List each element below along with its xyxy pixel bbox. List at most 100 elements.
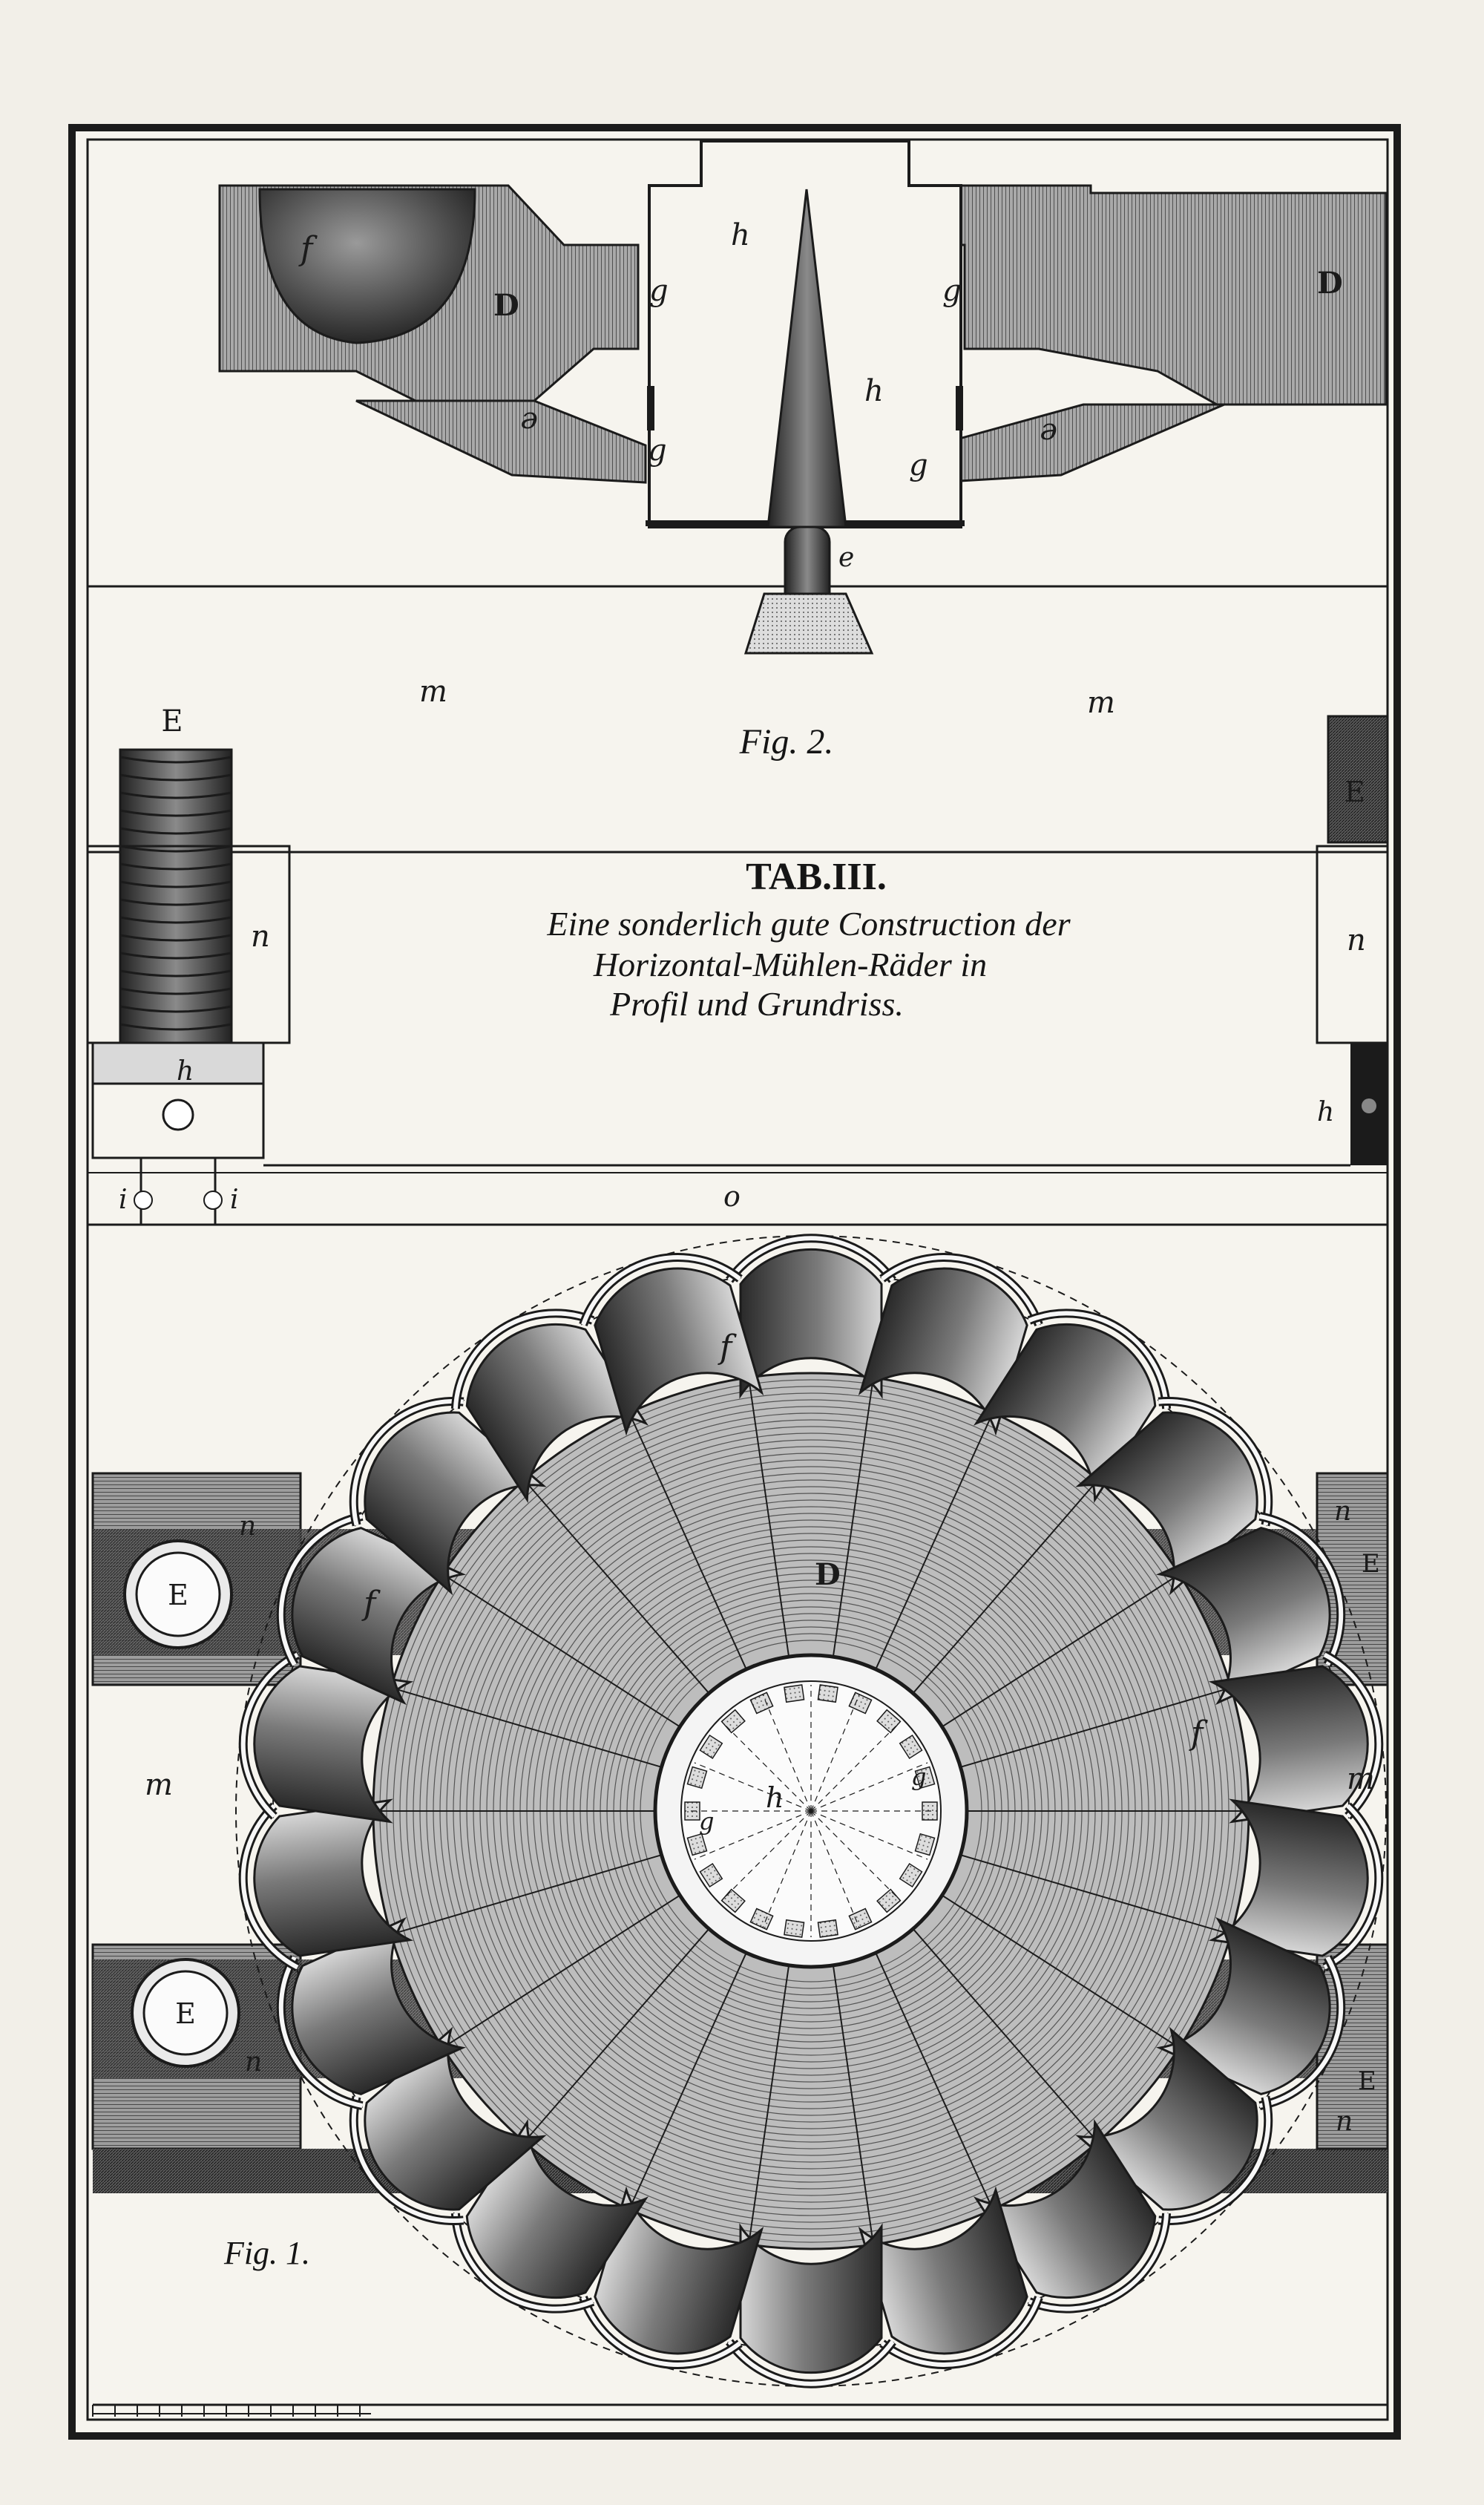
bucket-rim-light — [278, 1956, 363, 2109]
hub-ray — [694, 1810, 812, 1860]
hub-ray — [762, 1694, 812, 1812]
hub-ray — [810, 1721, 901, 1812]
screw-thread — [119, 969, 232, 978]
bucket-body — [739, 2223, 883, 2374]
bearing-block — [743, 592, 874, 655]
label-n-fig2-right: n — [1347, 923, 1366, 957]
hub-tooth — [817, 1684, 838, 1703]
bucket — [1075, 2026, 1273, 2225]
label-n-fig1-2: n — [1334, 1496, 1351, 1527]
bucket — [1208, 1798, 1384, 1971]
bucket-body — [253, 1665, 414, 1824]
hub-ray — [721, 1721, 812, 1812]
hub-tooth — [749, 1908, 774, 1931]
scale-bar — [92, 2403, 1388, 2417]
bucket-rim-light — [1158, 2096, 1271, 2223]
screw-thread — [119, 898, 232, 906]
label-g-fig1-left: g — [699, 1807, 714, 1836]
spoke-line — [442, 1894, 680, 2049]
hub-ray — [810, 1810, 901, 1901]
label-e-spindle: e — [838, 543, 854, 573]
spoke-line — [942, 1574, 1180, 1728]
bucket-body — [465, 2118, 649, 2299]
bucket — [973, 2118, 1172, 2314]
bucket — [276, 1916, 467, 2110]
hub-ray — [694, 1762, 812, 1812]
label-E-fig1-right-top: E — [1362, 1549, 1380, 1579]
bucket-rim-light — [727, 1236, 895, 1282]
bucket — [276, 1512, 467, 1706]
arm-e-left — [355, 399, 647, 484]
hub-ray — [762, 1810, 812, 1928]
screw-E-right — [1327, 715, 1389, 1165]
plate-title: TAB.III. — [746, 856, 887, 898]
hub-tooth — [848, 1692, 873, 1715]
label-E-fig1-right-bottom: E — [1358, 2066, 1376, 2096]
label-E-fig2-right: E — [1345, 776, 1365, 808]
label-m-fig1-left: m — [145, 1768, 173, 1802]
label-m-fig2-left: m — [419, 675, 447, 709]
bucket — [450, 2118, 649, 2314]
label-e-fig2-left: e — [520, 405, 538, 439]
bucket-rim-light — [1028, 2213, 1169, 2311]
plate-subtitle-line2: Horizontal-Mühlen-Räder in — [593, 946, 987, 983]
label-o: o — [723, 1180, 741, 1213]
bucket-rim-light — [1158, 1399, 1271, 1526]
spoke-line — [748, 1377, 790, 1657]
bucket — [349, 1397, 547, 1596]
plate-subtitle-line3: Profil und Grundriss. — [609, 985, 904, 1023]
hub-tooth — [817, 1919, 838, 1938]
screw-E-left — [91, 748, 265, 1225]
fig1-label: Fig. 1. — [223, 2235, 310, 2271]
screw-thread — [119, 773, 232, 782]
bucket — [1075, 1397, 1273, 1596]
bucket — [858, 1253, 1043, 1436]
bucket-body — [973, 2118, 1157, 2299]
spoke-line — [390, 1854, 662, 1936]
label-g-fig2-4: g — [909, 448, 928, 482]
label-g-fig2-1: g — [649, 274, 669, 308]
spoke-line — [875, 1412, 994, 1670]
label-h-fig2-mid: h — [864, 374, 884, 408]
bucket-body — [291, 1916, 467, 2095]
hub-ray — [810, 1810, 928, 1860]
ball-f-left — [258, 188, 476, 344]
label-E-fig2-left: E — [161, 704, 183, 739]
bucket — [349, 2026, 547, 2225]
plate-subtitle-line1: Eine sonderlich gute Construction der — [546, 905, 1071, 943]
bucket-body — [973, 1323, 1157, 1504]
spoke-line — [912, 1928, 1099, 2143]
hub-ray — [810, 1810, 860, 1928]
label-n-fig2-left: n — [251, 920, 270, 954]
bucket-body — [594, 1267, 764, 1436]
label-E-stone-top: E — [168, 1579, 188, 1611]
bucket-body — [594, 2186, 764, 2355]
hub-ray — [721, 1810, 812, 1901]
spoke-line — [942, 1894, 1180, 2049]
spoke-line — [523, 1928, 710, 2143]
bucket — [726, 2223, 896, 2388]
spoke-line — [628, 1952, 747, 2210]
bucket-rim-light — [453, 2213, 594, 2311]
label-m-fig2-right: m — [1087, 686, 1115, 720]
screw-thread — [119, 880, 232, 888]
label-h-fig2-top: h — [731, 218, 750, 252]
bucket-rim-light — [351, 1399, 464, 1526]
bucket — [726, 1234, 896, 1399]
spoke-line — [628, 1412, 747, 1670]
label-h-fig2-right: h — [1317, 1097, 1334, 1127]
hub-tooth — [848, 1908, 873, 1931]
bucket-rim-light — [453, 1311, 594, 1409]
label-n-fig1-4: n — [1336, 2106, 1353, 2137]
bucket — [1155, 1916, 1346, 2110]
screw-thread — [119, 916, 232, 924]
bucket — [450, 1309, 649, 1504]
bucket-body — [364, 2026, 547, 2211]
bucket — [579, 2186, 764, 2369]
label-m-fig1-right: m — [1347, 1762, 1375, 1796]
hub-tooth — [699, 1734, 723, 1760]
bucket-rim-light — [581, 2296, 741, 2367]
bucket-body — [1075, 2026, 1258, 2211]
bucket-body — [1208, 1798, 1369, 1957]
